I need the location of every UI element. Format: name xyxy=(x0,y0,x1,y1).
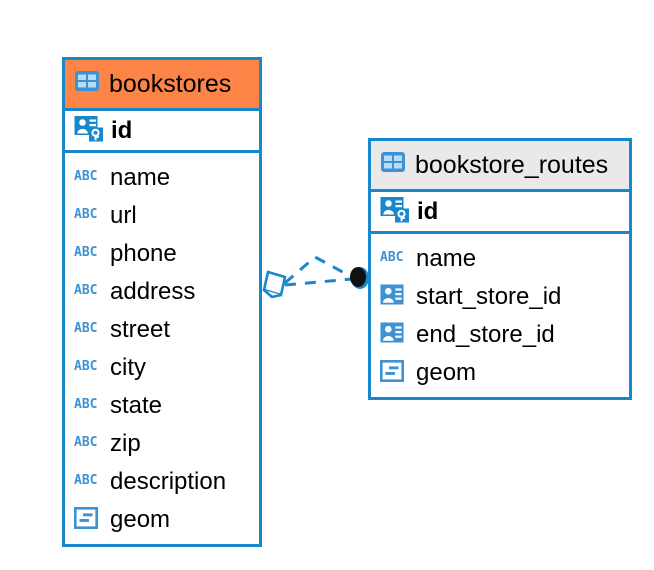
field-label-start-store-id: start_store_id xyxy=(416,283,562,310)
field-row-geom[interactable]: geom xyxy=(73,501,251,539)
entity-header-bookstores[interactable]: bookstores xyxy=(65,60,259,108)
primary-key-icon xyxy=(380,196,410,228)
field-label-phone: phone xyxy=(110,240,177,267)
field-label-name: name xyxy=(416,245,477,272)
field-row-end-store-id[interactable]: end_store_id xyxy=(380,316,621,354)
text-type-icon: ABC xyxy=(380,250,404,265)
text-type-icon: ABC xyxy=(74,397,98,412)
pk-row-bookstores-id[interactable]: id xyxy=(65,108,259,153)
pk-label-bookstore-routes-id: id xyxy=(417,197,439,225)
field-label-name: name xyxy=(110,164,171,191)
field-row-name[interactable]: ABC name xyxy=(380,240,621,278)
text-type-icon: ABC xyxy=(74,169,98,184)
field-label-end-store-id: end_store_id xyxy=(416,321,555,348)
relationship-endpoint-diamond-tail-icon xyxy=(263,289,282,299)
text-type-icon: ABC xyxy=(74,207,98,222)
foreign-key-icon xyxy=(380,322,408,348)
entity-header-bookstore-routes[interactable]: bookstore_routes xyxy=(371,141,629,189)
field-row-description[interactable]: ABC description xyxy=(74,463,251,501)
geometry-type-icon xyxy=(73,506,102,534)
field-row-address[interactable]: ABC address xyxy=(74,273,251,311)
field-label-address: address xyxy=(110,278,196,305)
entity-bookstore-routes[interactable]: bookstore_routes id xyxy=(368,138,632,400)
field-label-street: street xyxy=(110,316,171,343)
field-label-state: state xyxy=(110,392,163,419)
entity-title-bookstores: bookstores xyxy=(109,69,232,98)
field-label-zip: zip xyxy=(110,430,141,457)
relationship-line-end-store[interactable] xyxy=(284,277,353,287)
field-row-street[interactable]: ABC street xyxy=(74,311,251,349)
text-type-icon: ABC xyxy=(74,321,98,336)
table-icon xyxy=(74,70,100,99)
field-row-name[interactable]: ABC name xyxy=(74,159,251,197)
field-label-url: url xyxy=(110,202,137,229)
field-list-bookstores: ABC name ABC url ABC phone ABC address A… xyxy=(65,153,259,547)
text-type-icon: ABC xyxy=(74,283,98,298)
field-label-city: city xyxy=(110,354,146,381)
table-icon xyxy=(380,151,406,180)
field-label-geom: geom xyxy=(416,359,477,386)
entity-bookstores[interactable]: bookstores id xyxy=(62,57,262,547)
entity-title-bookstore-routes: bookstore_routes xyxy=(415,150,609,179)
field-row-geom[interactable]: geom xyxy=(379,354,621,392)
field-row-start-store-id[interactable]: start_store_id xyxy=(380,278,621,316)
field-row-zip[interactable]: ABC zip xyxy=(74,425,251,463)
primary-key-icon xyxy=(74,115,104,147)
geometry-type-icon xyxy=(379,359,408,387)
pk-row-bookstore-routes-id[interactable]: id xyxy=(371,189,629,234)
pk-label-bookstores-id: id xyxy=(111,116,133,144)
field-label-geom: geom xyxy=(110,506,171,533)
foreign-key-icon xyxy=(380,284,408,310)
relationship-endpoint-circle-icon[interactable] xyxy=(350,267,366,287)
text-type-icon: ABC xyxy=(74,473,98,488)
field-row-state[interactable]: ABC state xyxy=(74,387,251,425)
field-list-bookstore-routes: ABC name start_store_id xyxy=(371,234,629,400)
text-type-icon: ABC xyxy=(74,359,98,374)
field-row-url[interactable]: ABC url xyxy=(74,197,251,235)
field-row-phone[interactable]: ABC phone xyxy=(74,235,251,273)
field-row-city[interactable]: ABC city xyxy=(74,349,251,387)
text-type-icon: ABC xyxy=(74,245,98,260)
text-type-icon: ABC xyxy=(74,435,98,450)
relationship-line-start-store[interactable] xyxy=(284,255,353,285)
field-label-description: description xyxy=(110,468,227,495)
